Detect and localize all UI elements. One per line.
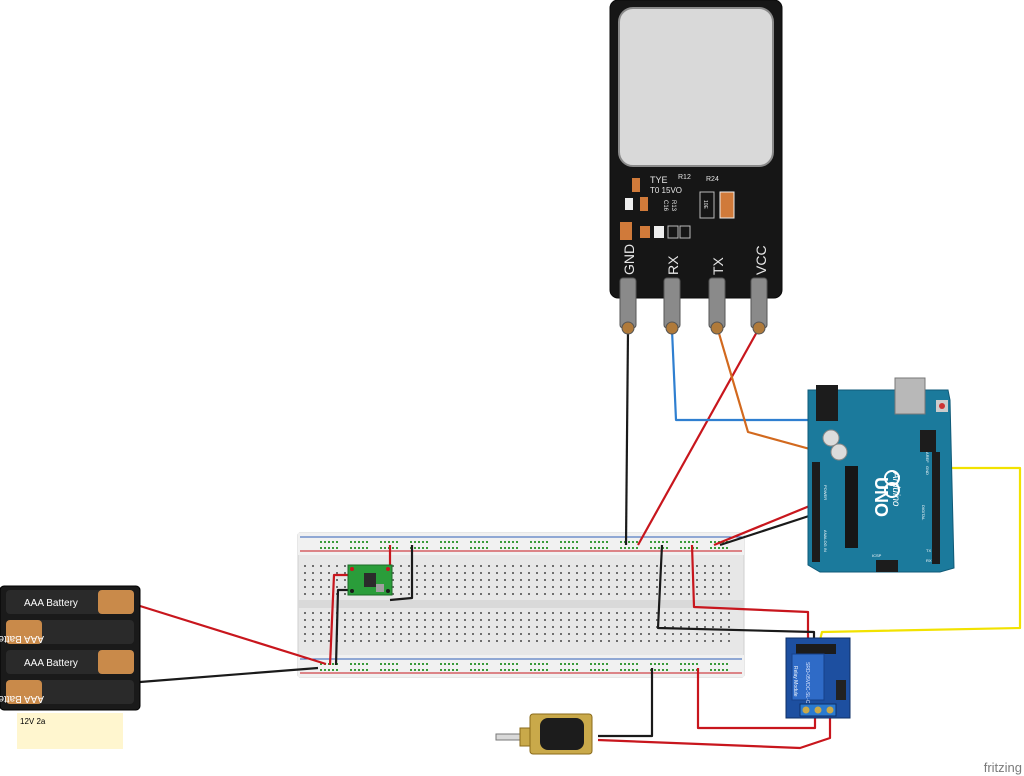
- wire-sensor-vcc: [637, 329, 759, 546]
- arduino-rx-label: RX: [926, 558, 932, 563]
- arduino-logo-text: Arduino: [890, 471, 901, 507]
- chip-label-r13: R13: [670, 200, 676, 212]
- battery-cell: AAA Battery: [0, 680, 134, 704]
- battery-cell: AAA Battery: [6, 590, 134, 614]
- smd-capacitor-icon: [620, 222, 632, 240]
- wire-solenoid-black: [598, 668, 654, 738]
- chip-label-tye: TYE: [650, 175, 668, 185]
- fritzing-watermark: fritzing: [984, 760, 1022, 775]
- chip-label-c16: C16: [662, 200, 668, 212]
- smd-resistor-icon: [632, 178, 640, 192]
- relay-label: Relay Module: [792, 666, 798, 697]
- chip-label-res-code: 10E: [702, 200, 708, 210]
- usb-port-icon: [894, 377, 926, 415]
- battery-note: 12V 2a: [20, 717, 46, 726]
- wire-arduino-5v: [713, 503, 813, 547]
- relay-module: SRD-05VDC-SL-C Relay Module: [785, 637, 851, 719]
- arduino-digital-label: DIGITAL: [921, 505, 926, 521]
- wire-battery-positive: [139, 604, 327, 666]
- chip-label-r12: R12: [678, 174, 691, 181]
- arduino-aref-label: AREF: [925, 452, 930, 463]
- breadboard-power-rails: [320, 541, 728, 671]
- arduino-analog-label: ANALOG IN: [823, 530, 828, 552]
- relay-brand: SRD-05VDC-SL-C: [804, 662, 810, 704]
- pin-label-tx: TX: [710, 256, 726, 275]
- battery-cell-label: AAA Battery: [0, 633, 44, 644]
- wire-solenoid-red: [597, 708, 832, 750]
- battery-cell-label: AAA Battery: [0, 693, 44, 704]
- wire-relay-vcc: [690, 544, 810, 640]
- arduino-infinity-logo-icon: [884, 470, 900, 486]
- wire-converter-black-out: [389, 545, 414, 602]
- arduino-tx-label: TX: [926, 548, 931, 553]
- arduino-power-label: POWER: [823, 485, 828, 500]
- battery-cell-label: AAA Battery: [24, 658, 78, 669]
- wire-battery-negative: [139, 666, 319, 684]
- chip-label-voltage: T0 15VO: [650, 186, 682, 195]
- smd-resistor-icon: [640, 197, 648, 211]
- microcontroller-chip-icon: [845, 466, 858, 548]
- arduino-uno: Arduino UNO AREF GND DIGITAL POWER ANALO…: [807, 377, 955, 573]
- chip-label-r24: R24: [706, 176, 719, 183]
- wire-arduino-signal: [818, 466, 1022, 641]
- battery-cell-label: AAA Battery: [24, 598, 78, 609]
- power-jack-icon: [816, 385, 838, 421]
- arduino-gnd-label: GND: [925, 466, 930, 475]
- arduino-icsp-label: ICSP: [872, 553, 882, 558]
- breadboard: [297, 532, 745, 678]
- wire-relay-gnd: [656, 544, 816, 640]
- wire-arduino-gnd: [719, 513, 813, 547]
- battery-cell: AAA Battery: [6, 650, 134, 674]
- solenoid-lock: [495, 713, 593, 755]
- pin-label-gnd: GND: [621, 244, 637, 275]
- buck-converter-module: [347, 564, 393, 596]
- wire-sensor-gnd: [624, 329, 630, 546]
- sensor-pins: [619, 277, 768, 335]
- battery-cell: AAA Battery: [0, 620, 134, 644]
- wire-converter-in-black: [334, 588, 350, 666]
- pin-label-rx: RX: [665, 255, 681, 275]
- pin-label-vcc: VCC: [753, 245, 769, 275]
- fingerprint-sensor: TYE T0 15VO R12 R24 C16 R13 10E GND RX T…: [609, 0, 783, 335]
- wire-converter-in-red: [328, 573, 352, 666]
- smd-capacitor-icon: [625, 198, 633, 210]
